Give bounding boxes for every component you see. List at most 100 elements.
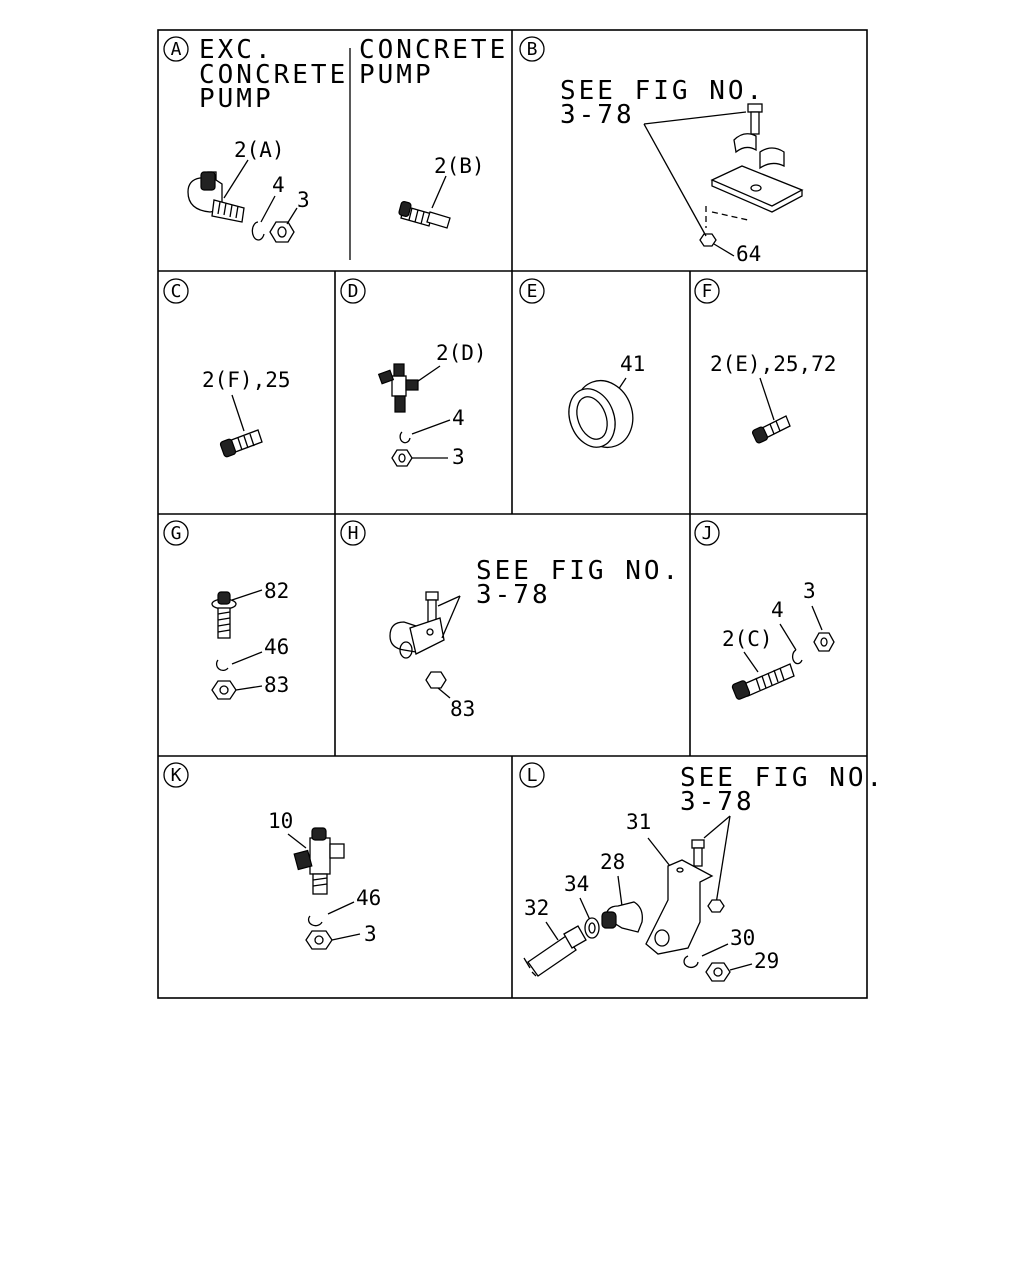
callout-41: 41: [620, 352, 645, 376]
panel-a-note-line-3: PUMP: [199, 84, 274, 114]
leader-3j: [811, 605, 823, 631]
clip-bracket-icon: [389, 591, 445, 659]
leader-82: [231, 589, 263, 601]
panel-l-marker: [519, 762, 545, 788]
panel-h-note-line-1: SEE FIG NO.: [476, 556, 681, 586]
hex-nut-icon: [391, 449, 413, 467]
elbow-fitting-icon: [601, 901, 643, 933]
callout-2c: 2(C): [722, 627, 773, 651]
stud-bolt-icon: [211, 591, 237, 639]
callout-31: 31: [626, 810, 651, 834]
leader-2a: [223, 159, 249, 199]
panel-g-marker: [163, 520, 189, 546]
panel-b-note-line-1: SEE FIG NO.: [560, 76, 765, 106]
panel-c-letter: C: [171, 281, 182, 302]
leader-29: [729, 963, 753, 971]
grease-nipple-icon: [219, 429, 263, 458]
callout-3k: 3: [364, 922, 377, 946]
callout-2e-25-72: 2(E),25,72: [710, 352, 836, 376]
callout-64: 64: [736, 242, 761, 266]
cross-fitting-icon: [377, 363, 419, 413]
panel-k-marker: [163, 762, 189, 788]
panel-a-note-line-1: EXC.: [199, 35, 274, 65]
panel-a: A EXC. CONCRETE PUMP CONCRETE PUMP 2(A) …: [163, 35, 508, 260]
callout-3d: 3: [452, 445, 465, 469]
callout-3a: 3: [297, 188, 310, 212]
grease-nipple-long-icon: [731, 663, 795, 700]
panel-l: L SEE FIG NO. 3-78 31 28 34 32: [519, 762, 885, 982]
leader-2e: [759, 377, 775, 421]
panel-e-marker: [519, 278, 545, 304]
callout-83h: 83: [450, 697, 475, 721]
clamp-bracket-icon: [705, 103, 804, 228]
callout-30: 30: [730, 926, 755, 950]
callout-32: 32: [524, 896, 549, 920]
hex-nut-icon: [425, 671, 447, 689]
leader-2b: [431, 175, 447, 209]
panel-f-letter: F: [702, 281, 713, 302]
snap-ring-icon: [215, 659, 229, 672]
leader-83h: [437, 687, 451, 699]
leader-l-1: [703, 815, 731, 839]
grid-frame: [157, 29, 868, 999]
panel-d-letter: D: [348, 281, 359, 302]
leader-4a: [260, 195, 276, 223]
washer-icon: [584, 917, 600, 939]
snap-ring-icon: [307, 915, 323, 927]
panel-e-letter: E: [527, 281, 538, 302]
snap-ring-icon: [791, 649, 803, 665]
panel-k-letter: K: [171, 765, 182, 786]
snap-ring-icon: [251, 221, 265, 241]
panel-j: J 3 4 2(C): [694, 520, 835, 700]
panel-l-note-line-1: SEE FIG NO.: [680, 763, 885, 793]
leader-b-1: [643, 111, 747, 125]
callout-2a: 2(A): [234, 138, 285, 162]
panel-d: D 2(D) 4 3: [340, 278, 487, 469]
leader-h-1: [437, 595, 461, 607]
leader-10: [287, 833, 307, 849]
panel-k: K 10 46 3: [163, 762, 381, 950]
cross-fitting-icon: [293, 827, 345, 895]
leader-2c: [743, 651, 759, 673]
panel-b-marker: [519, 36, 545, 62]
panel-j-marker: [694, 520, 720, 546]
callout-34: 34: [564, 872, 589, 896]
nut-icon: [699, 233, 717, 247]
panel-a-marker: [163, 36, 189, 62]
callout-3j: 3: [803, 579, 816, 603]
callout-4j: 4: [771, 598, 784, 622]
callout-2d: 2(D): [436, 341, 487, 365]
hex-nut-icon: [211, 680, 237, 700]
panel-a-note-right-line-2: PUMP: [359, 60, 434, 90]
callout-46: 46: [264, 635, 289, 659]
oil-seal-icon: [568, 379, 634, 449]
panel-j-letter: J: [702, 523, 713, 544]
leader-46: [231, 651, 263, 665]
panel-d-marker: [340, 278, 366, 304]
snap-ring-icon: [399, 431, 411, 444]
panel-l-letter: L: [527, 765, 538, 786]
panel-h-marker: [340, 520, 366, 546]
panel-a-letter: A: [171, 39, 182, 60]
panel-b-letter: B: [527, 39, 538, 60]
pipe-icon: [523, 925, 587, 977]
leader-30: [701, 943, 729, 957]
leader-2f: [231, 394, 245, 432]
leader-l-2: [715, 815, 731, 905]
mounting-bracket-icon: [645, 839, 725, 955]
leader-83: [235, 685, 263, 691]
panel-h-note-line-2: 3-78: [476, 580, 551, 610]
leader-4j: [779, 623, 797, 651]
callout-10: 10: [268, 809, 293, 833]
panel-c-marker: [163, 278, 189, 304]
panel-a-note-right-line-1: CONCRETE: [359, 35, 508, 65]
leader-32: [545, 921, 559, 941]
callout-2f-25: 2(F),25: [202, 368, 291, 392]
washer-hole-icon: [588, 922, 596, 934]
panel-g-letter: G: [171, 523, 182, 544]
callout-28: 28: [600, 850, 625, 874]
panel-h-letter: H: [348, 523, 359, 544]
panel-f: F 2(E),25,72: [694, 278, 836, 444]
callout-4d: 4: [452, 406, 465, 430]
